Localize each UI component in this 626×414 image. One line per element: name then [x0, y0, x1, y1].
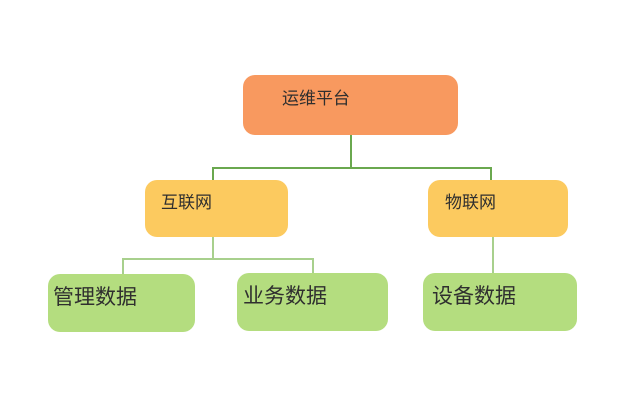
connector-level2-crossbar — [122, 258, 314, 260]
connector-internet-biz-drop — [312, 258, 314, 274]
connector-iot-device-drop — [492, 236, 494, 274]
node-ops-platform: 运维平台 — [243, 75, 458, 135]
node-management-data: 管理数据 — [48, 274, 195, 332]
connector-internet-stem — [212, 236, 214, 260]
connector-internet-mgmt-drop — [122, 258, 124, 275]
node-business-data: 业务数据 — [237, 273, 388, 331]
connector-level1-crossbar — [212, 167, 492, 169]
connector-root-internet-drop — [212, 167, 214, 181]
node-internet: 互联网 — [145, 180, 288, 237]
connector-root-stem — [350, 135, 352, 169]
connector-root-iot-drop — [490, 167, 492, 181]
node-device-data: 设备数据 — [423, 273, 577, 331]
node-iot: 物联网 — [428, 180, 568, 237]
